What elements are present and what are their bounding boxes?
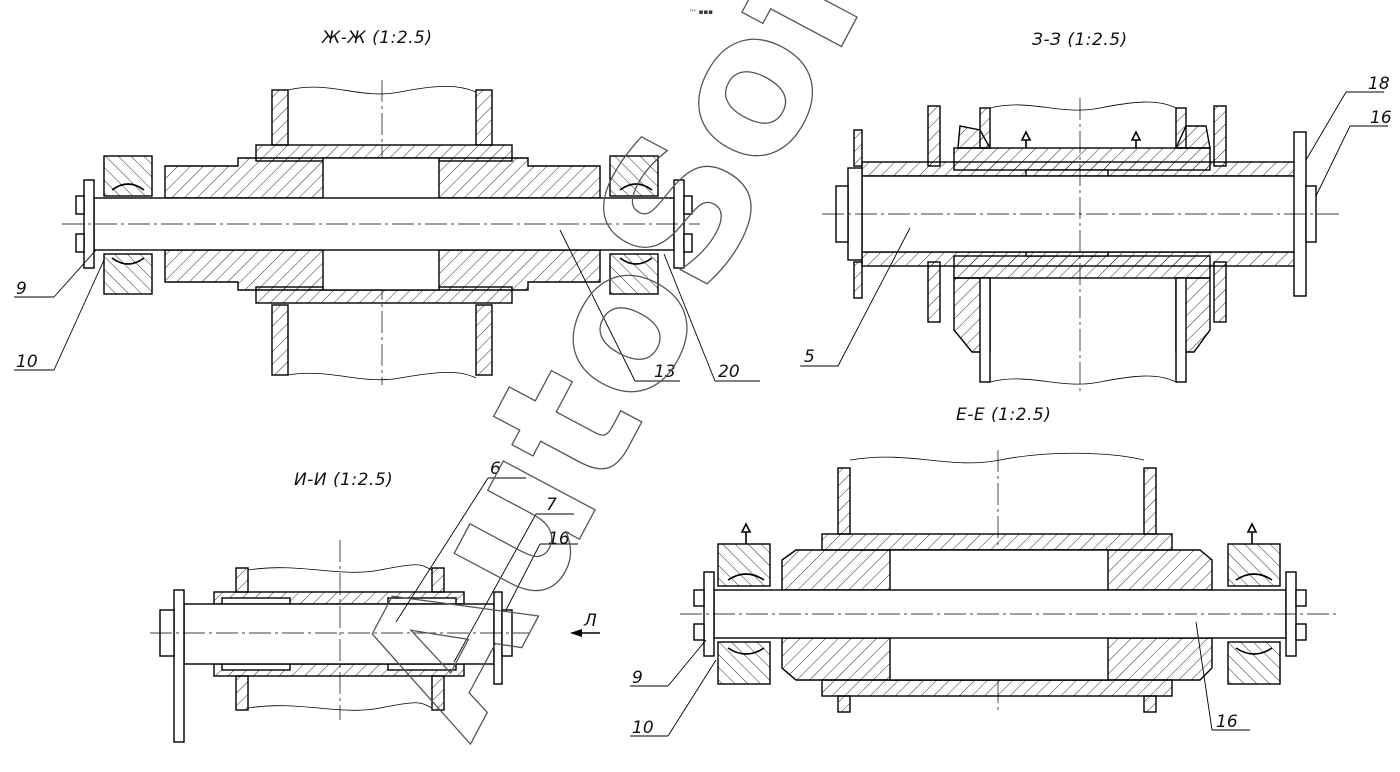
callout-z-5: 5 — [804, 347, 815, 367]
callout-e-9: 9 — [632, 668, 643, 688]
corner-mark: ⁰⁺ ▪▪▪ — [690, 8, 713, 16]
callout-i-16: 16 — [548, 529, 570, 549]
callout-zh-9: 9 — [16, 279, 27, 299]
section-zh: Ж-Ж (1:2.5) 9 — [14, 28, 760, 385]
callout-i-7: 7 — [546, 495, 557, 515]
callout-zh-10: 10 — [16, 352, 38, 372]
section-i: И-И (1:2.5) Л 6 7 16 — [150, 459, 600, 743]
callout-zh-20: 20 — [718, 362, 740, 382]
section-z: З-З (1:2.5) — [800, 30, 1392, 425]
section-e: 9 10 16 — [630, 450, 1340, 738]
direction-label: Л — [583, 611, 597, 631]
section-title-i: И-И (1:2.5) — [294, 470, 393, 490]
section-title-e: Е-Е (1:2.5) — [956, 405, 1051, 425]
callout-z-16: 16 — [1370, 108, 1392, 128]
callout-i-6: 6 — [490, 459, 501, 479]
section-title-zh: Ж-Ж (1:2.5) — [321, 28, 433, 48]
callout-e-16: 16 — [1216, 712, 1238, 732]
callout-z-18: 18 — [1368, 74, 1390, 94]
callout-zh-13: 13 — [654, 362, 676, 382]
callout-e-10: 10 — [632, 718, 654, 738]
section-title-z: З-З (1:2.5) — [1032, 30, 1128, 50]
